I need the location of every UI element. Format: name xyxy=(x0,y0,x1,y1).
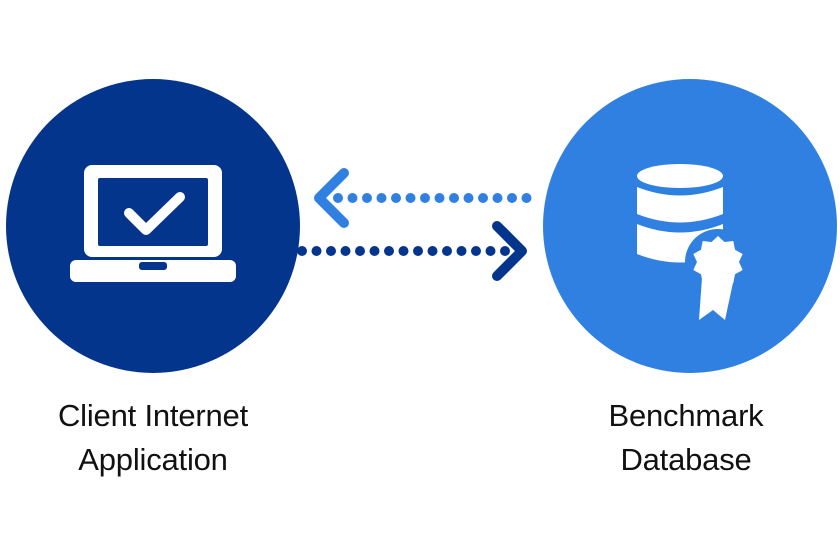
client-label-line1: Client Internet xyxy=(58,398,248,433)
request-connector xyxy=(297,221,527,281)
response-dot xyxy=(333,193,343,203)
response-dot xyxy=(434,193,445,203)
response-dot xyxy=(420,193,430,203)
client-label: Client Internet Application xyxy=(0,394,313,482)
request-dot xyxy=(326,246,336,256)
database-node xyxy=(543,79,837,373)
response-dot xyxy=(405,193,416,203)
request-dot xyxy=(340,246,351,256)
database-certified-icon xyxy=(637,164,751,320)
response-dot xyxy=(347,193,358,203)
response-dot xyxy=(507,193,517,203)
response-dot xyxy=(362,193,372,203)
request-dot xyxy=(427,246,438,256)
request-dot xyxy=(369,246,380,256)
request-dot xyxy=(384,246,394,256)
database-label-line1: Benchmark xyxy=(608,398,764,433)
request-dot xyxy=(355,246,365,256)
request-dot xyxy=(413,246,423,256)
request-dot xyxy=(456,246,467,256)
response-dot xyxy=(391,193,401,203)
request-arrowhead xyxy=(492,221,527,281)
response-dot xyxy=(521,193,532,203)
client-label-line2: Application xyxy=(78,442,228,477)
client-node xyxy=(6,79,300,373)
laptop-check-icon xyxy=(70,165,236,282)
response-dot xyxy=(376,193,387,203)
response-arrowhead xyxy=(314,168,349,228)
response-dot xyxy=(492,193,503,203)
request-dot xyxy=(311,246,322,256)
request-dot xyxy=(297,246,307,256)
response-dot xyxy=(449,193,459,203)
response-dot xyxy=(463,193,474,203)
database-label: Benchmark Database xyxy=(526,394,840,482)
request-dot xyxy=(471,246,481,256)
request-dot xyxy=(500,246,510,256)
database-label-line2: Database xyxy=(620,442,752,477)
request-dot xyxy=(398,246,409,256)
response-dot xyxy=(478,193,488,203)
response-dotted-line xyxy=(333,193,532,203)
request-dot xyxy=(442,246,452,256)
request-dotted-line xyxy=(297,246,510,256)
response-connector xyxy=(314,168,532,228)
request-dot xyxy=(485,246,496,256)
database-circle xyxy=(543,79,837,373)
